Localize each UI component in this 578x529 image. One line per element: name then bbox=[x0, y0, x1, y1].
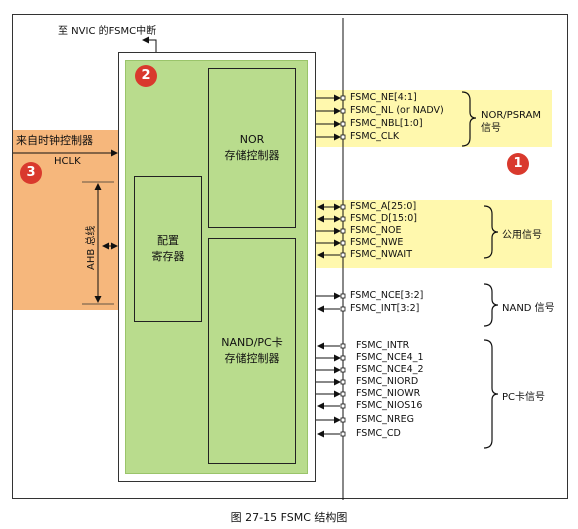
signal-fsmc-ne: FSMC_NE[4:1] bbox=[350, 92, 417, 103]
nor-signal-list: FSMC_NE[4:1] FSMC_NL (or NADV) FSMC_NBL[… bbox=[350, 92, 444, 144]
signal-fsmc-d: FSMC_D[15:0] bbox=[350, 213, 417, 224]
signal-fsmc-a: FSMC_A[25:0] bbox=[350, 201, 417, 212]
nor-signal-arrows bbox=[316, 94, 341, 141]
nor-controller-line2: 存储控制器 bbox=[224, 149, 280, 162]
nand-signal-arrows bbox=[316, 292, 341, 313]
signal-fsmc-noe: FSMC_NOE bbox=[350, 225, 402, 236]
nor-psram-group-label: NOR/PSRAM 信号 bbox=[481, 109, 541, 135]
common-brace bbox=[483, 205, 499, 259]
badge-three: 3 bbox=[20, 162, 42, 184]
signal-fsmc-nbl: FSMC_NBL[1:0] bbox=[350, 118, 423, 129]
common-signal-arrows bbox=[316, 203, 341, 259]
figure-caption: 图 27-15 FSMC 结构图 bbox=[230, 511, 348, 524]
signal-fsmc-nce4-1: FSMC_NCE4_1 bbox=[356, 352, 424, 363]
signal-fsmc-nl: FSMC_NL (or NADV) bbox=[350, 105, 444, 116]
nvic-interrupt-label: 至 NVIC 的FSMC中断 bbox=[58, 26, 157, 37]
nor-brace bbox=[461, 91, 477, 147]
pc-signal-arrows bbox=[316, 342, 341, 438]
hclk-label: HCLK bbox=[54, 156, 81, 167]
pc-card-group-label: PC卡信号 bbox=[502, 392, 546, 403]
nand-controller-block: NAND/PC卡 存储控制器 bbox=[208, 238, 296, 464]
nand-signal-list: FSMC_NCE[3:2] FSMC_INT[3:2] bbox=[350, 290, 423, 316]
nand-controller-line2: 存储控制器 bbox=[224, 352, 280, 365]
config-register-line2: 寄存器 bbox=[151, 250, 185, 263]
signal-fsmc-nce32: FSMC_NCE[3:2] bbox=[350, 290, 424, 301]
ahb-bus-label: AHB 总线 bbox=[86, 225, 97, 270]
clock-source-label: 来自时钟控制器 bbox=[16, 134, 93, 147]
config-register-block: 配置 寄存器 bbox=[134, 176, 202, 322]
badge-one: 1 bbox=[507, 153, 529, 175]
common-signal-list: FSMC_A[25:0] FSMC_D[15:0] FSMC_NOE FSMC_… bbox=[350, 201, 417, 261]
signal-fsmc-cd: FSMC_CD bbox=[356, 428, 401, 439]
signal-fsmc-nios16: FSMC_NIOS16 bbox=[356, 400, 423, 411]
common-group-label: 公用信号 bbox=[502, 230, 542, 241]
signal-fsmc-clk: FSMC_CLK bbox=[350, 131, 400, 142]
signal-fsmc-nwait: FSMC_NWAIT bbox=[350, 249, 412, 260]
signal-fsmc-niowr: FSMC_NIOWR bbox=[356, 388, 421, 399]
diagram-frame bbox=[12, 14, 568, 499]
signal-fsmc-nreg: FSMC_NREG bbox=[356, 414, 414, 425]
signal-fsmc-nwe: FSMC_NWE bbox=[350, 237, 404, 248]
signal-fsmc-niord: FSMC_NIORD bbox=[356, 376, 419, 387]
pc-signal-list: FSMC_INTR FSMC_NCE4_1 FSMC_NCE4_2 FSMC_N… bbox=[356, 340, 424, 440]
signal-fsmc-intr: FSMC_INTR bbox=[356, 340, 410, 351]
nor-psram-band bbox=[312, 90, 552, 147]
badge-two: 2 bbox=[135, 65, 157, 87]
pin-squares bbox=[340, 95, 346, 437]
signal-fsmc-nce4-2: FSMC_NCE4_2 bbox=[356, 364, 424, 375]
nor-psram-label-line1: NOR/PSRAM bbox=[481, 110, 542, 121]
nor-controller-block: NOR 存储控制器 bbox=[208, 68, 296, 228]
signal-fsmc-int32: FSMC_INT[3:2] bbox=[350, 303, 420, 314]
pc-brace bbox=[483, 339, 499, 449]
nor-psram-label-line2: 信号 bbox=[481, 123, 501, 134]
common-signal-band bbox=[312, 200, 552, 268]
nand-group-label: NAND 信号 bbox=[502, 303, 555, 314]
nand-brace bbox=[483, 283, 499, 327]
nor-controller-line1: NOR bbox=[239, 133, 265, 146]
nand-controller-line1: NAND/PC卡 bbox=[221, 336, 283, 349]
config-register-line1: 配置 bbox=[157, 234, 179, 247]
